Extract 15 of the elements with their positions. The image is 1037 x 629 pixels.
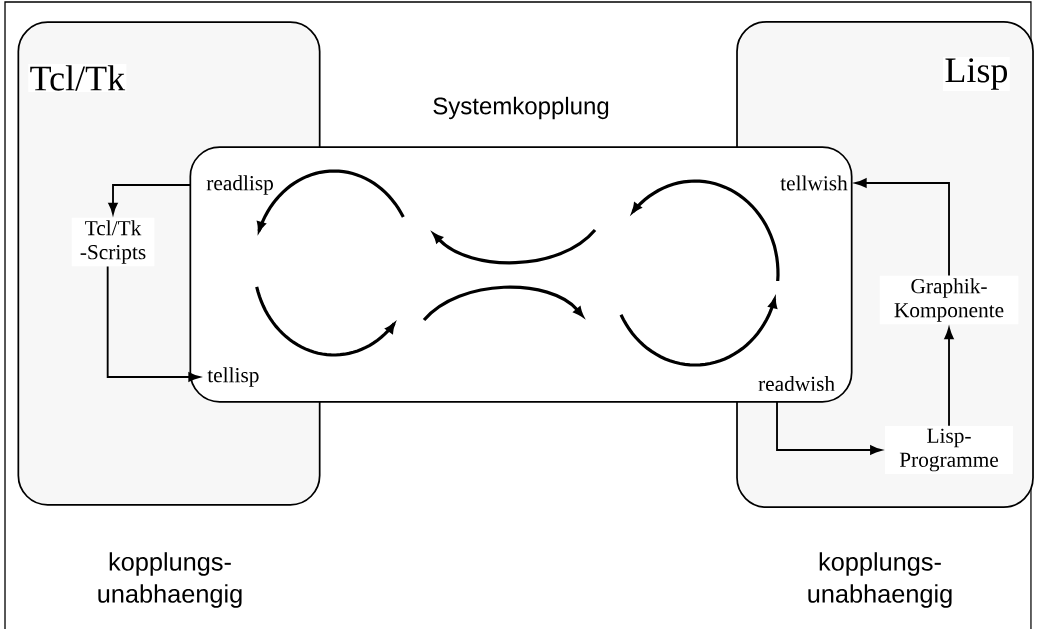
signal-label: readwish	[758, 376, 835, 392]
arrow	[776, 401, 882, 455]
signal-label: readlisp	[206, 175, 273, 195]
note-text: kopplungs- unabhaengig	[98, 552, 242, 608]
arrow	[944, 327, 954, 427]
note-text: kopplungs- unabhaengig	[808, 552, 952, 608]
module-box: Tcl/Tk -Scripts	[71, 217, 155, 267]
arrow	[106, 265, 200, 382]
module-box: Lisp- Programme	[885, 425, 1013, 475]
module-box: Graphik- Komponente	[879, 275, 1019, 325]
node-label: Systemkopplung	[433, 96, 609, 120]
arrow	[855, 178, 950, 277]
arrow	[108, 184, 191, 215]
signal-label: tellisp	[207, 367, 259, 387]
signal-label: tellwish	[780, 175, 848, 191]
